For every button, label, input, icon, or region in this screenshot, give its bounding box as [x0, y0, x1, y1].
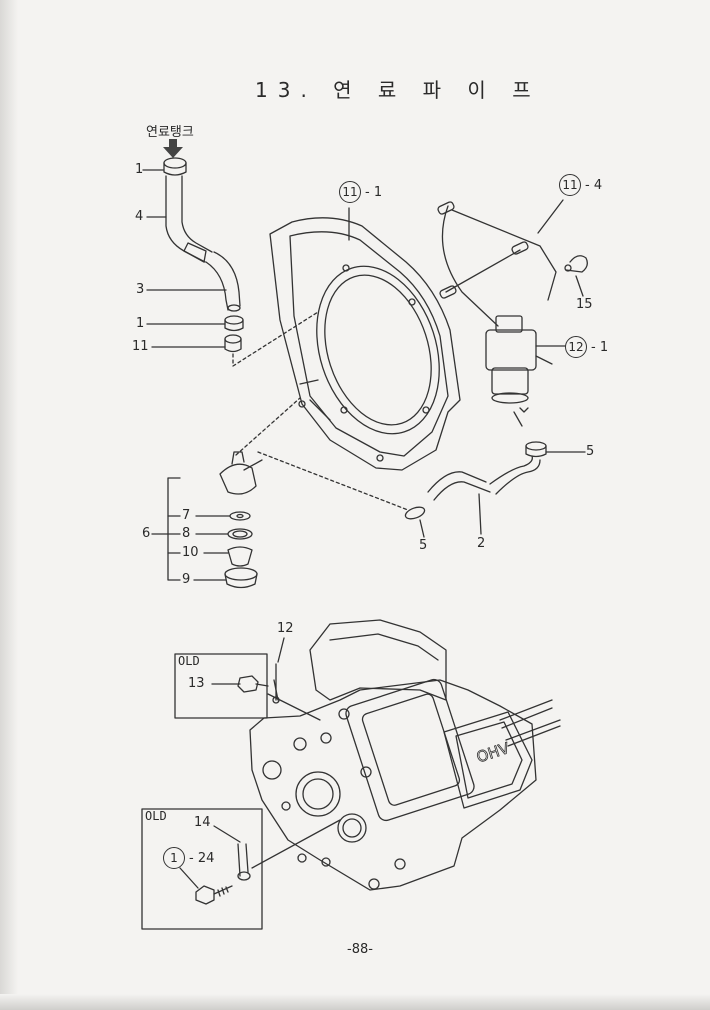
fuel-pipe-4 — [165, 175, 213, 263]
part-number-12: 12 — [277, 621, 294, 636]
scan-edge-left — [0, 0, 18, 1010]
part-number-15: 15 — [576, 297, 593, 312]
callout-11-1: 11 - 1 — [339, 181, 382, 203]
old-box-bottom — [141, 808, 263, 930]
part-number-14: 14 — [194, 815, 211, 830]
washer-7 — [229, 511, 251, 521]
page-number: -88- — [347, 942, 373, 957]
part-number-6: 6 — [142, 526, 151, 541]
fuel-pipe-3 — [205, 251, 241, 311]
part-number-2: 2 — [477, 536, 486, 551]
hose-clip-lower — [224, 315, 244, 332]
part-number-5-right: 5 — [586, 444, 595, 459]
part-number-3: 3 — [136, 282, 145, 297]
callout-11-4-ring: 11 — [559, 174, 581, 196]
hose-clip-right — [525, 441, 547, 458]
callout-11-4-suffix: - 4 — [585, 177, 603, 193]
part-number-8: 8 — [182, 526, 191, 541]
fitting-11 — [224, 334, 242, 353]
hose-clip-top — [163, 157, 187, 176]
callout-11-1-suffix: - 1 — [365, 184, 383, 200]
cup-9 — [224, 567, 258, 589]
callout-11-1-ring: 11 — [339, 181, 361, 203]
part-number-1-lower: 1 — [136, 316, 145, 331]
scan-edge-bottom — [0, 994, 710, 1010]
spring-clip-15 — [564, 255, 588, 273]
engine-crankcase — [249, 619, 561, 891]
part-number-5-lower: 5 — [419, 538, 428, 553]
ohv-embossed-logo: OHV — [474, 739, 512, 767]
fuel-tank-inlet-label: 연료탱크 — [146, 125, 194, 140]
part-number-4: 4 — [135, 209, 144, 224]
hose-clip-lower-5 — [404, 506, 426, 520]
callout-11-4: 11 - 4 — [559, 174, 602, 196]
callout-1-24-ring: 1 — [163, 847, 185, 869]
part-number-9: 9 — [182, 572, 191, 587]
callout-12-1: 12 - 1 — [565, 336, 608, 358]
part-number-11: 11 — [132, 339, 149, 354]
callout-12-1-suffix: - 1 — [591, 339, 609, 355]
part-number-10: 10 — [182, 545, 199, 560]
fuel-filter-bracket — [437, 201, 557, 327]
fuel-inlet-arrow-icon — [163, 139, 183, 158]
fan-shroud — [269, 217, 461, 471]
old-label-bottom: OLD — [145, 809, 167, 823]
fuel-filter-12-1 — [485, 315, 566, 427]
fuel-pipe-2 — [489, 455, 541, 495]
banjo-bolt-1-24 — [195, 885, 233, 905]
strainer-10 — [227, 546, 253, 567]
callout-1-24-suffix: - 24 — [189, 850, 215, 866]
fuel-cock-assembly — [219, 397, 301, 495]
page-title: 13. 연 료 파 이 프 — [255, 78, 541, 102]
fitting-13 — [237, 675, 269, 693]
banjo-pipe-14 — [237, 843, 251, 881]
old-label-top: OLD — [178, 654, 200, 668]
part-number-1-top: 1 — [135, 162, 144, 177]
part-number-13: 13 — [188, 676, 205, 691]
part-number-7: 7 — [182, 508, 191, 523]
o-ring-8 — [227, 528, 253, 540]
callout-1-24: 1 - 24 — [163, 847, 214, 869]
callout-12-1-ring: 12 — [565, 336, 587, 358]
